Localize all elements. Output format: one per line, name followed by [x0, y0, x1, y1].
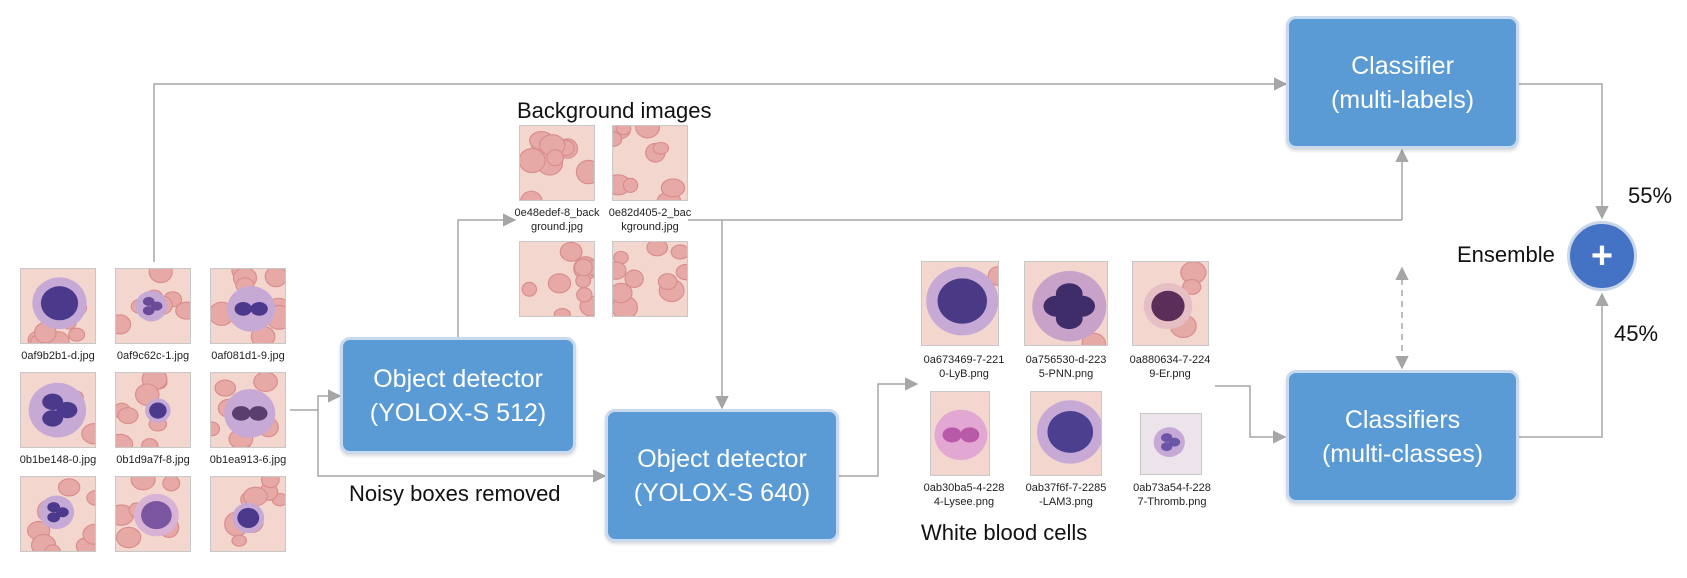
arrow-detector-to-background	[457, 213, 517, 338]
background-image-caption: 0e82d405-2_bac kground.jpg	[600, 206, 700, 234]
input-image-thumb	[20, 476, 96, 552]
weight-55-label: 55%	[1628, 183, 1673, 208]
white-blood-cell-caption-line: 0a880634-7-224	[1129, 354, 1211, 366]
input-image-thumb	[20, 268, 96, 344]
arrow-classifier-to-ensemble	[1518, 83, 1609, 220]
input-image-thumb	[20, 372, 96, 448]
input-image-thumb	[115, 476, 191, 552]
input-image-caption: 0b1ea913-6.jpg	[198, 453, 298, 467]
white-blood-cell-caption-line: 9-Er.png	[1149, 368, 1191, 380]
input-image-caption: 0af081d1-9.jpg	[198, 349, 298, 363]
white-blood-cell-caption-line: 0a756530-d-223	[1025, 354, 1107, 366]
white-blood-cell-thumb	[921, 261, 999, 346]
weight-45-label: 45%	[1614, 321, 1659, 346]
classifier-multilabel-title: Classifier	[1351, 51, 1454, 80]
input-image-caption-line: 0af081d1-9.jpg	[211, 350, 285, 362]
white-blood-cell-caption: 0ab37f6f-7-2285 -LAM3.png	[1020, 481, 1112, 509]
white-blood-cells-label: White blood cells	[921, 520, 1088, 545]
background-image-caption-line: kground.jpg	[621, 221, 679, 233]
input-image-caption: 0af9c62c-1.jpg	[103, 349, 203, 363]
white-blood-cell-caption-line: 4-Lysee.png	[933, 496, 995, 508]
white-blood-cell-caption-line: 0ab73a54-f-228	[1133, 482, 1211, 494]
input-image-caption-line: 0af9c62c-1.jpg	[116, 350, 190, 362]
input-image-caption: 0af9b2b1-d.jpg	[8, 349, 108, 363]
white-blood-cell-thumb	[1030, 391, 1102, 476]
classifiers-multiclass-subtitle: (multi-classes)	[1321, 439, 1484, 468]
arrow-input-to-classifier	[153, 77, 1288, 262]
arrow-detector-to-cells	[838, 377, 919, 477]
white-blood-cell-thumb	[1024, 261, 1108, 346]
classifiers-multiclass-box: Classifiers (multi-classes)	[1286, 370, 1519, 503]
background-image-thumb	[519, 241, 595, 317]
input-image-caption: 0b1be148-0.jpg	[8, 453, 108, 467]
input-image-caption: 0b1d9a7f-8.jpg	[103, 453, 203, 467]
white-blood-cell-caption: 0a673469-7-221 0-LyB.png	[918, 353, 1010, 381]
white-blood-cell-caption-line: -LAM3.png	[1039, 496, 1093, 508]
background-image-thumb	[519, 125, 595, 201]
white-blood-cell-caption-line: 0-LyB.png	[939, 368, 989, 380]
background-image-thumb	[612, 125, 688, 201]
white-blood-cell-caption-line: 0ab30ba5-4-228	[923, 482, 1005, 494]
arrow-input-to-detector-512	[290, 389, 342, 411]
input-image-caption-line: 0b1d9a7f-8.jpg	[116, 454, 190, 466]
input-image-caption-line: 0b1be148-0.jpg	[19, 454, 97, 466]
classifier-multilabel-box: Classifier (multi-labels)	[1286, 16, 1519, 149]
white-blood-cell-caption-line: 0a673469-7-221	[923, 354, 1005, 366]
detector-640-title: Object detector	[637, 444, 807, 473]
detector-640-box: Object detector (YOLOX-S 640)	[605, 409, 839, 542]
white-blood-cell-caption-line: 5-PNN.png	[1038, 368, 1094, 380]
white-blood-cell-caption: 0a756530-d-223 5-PNN.png	[1020, 353, 1112, 381]
classifier-multilabel-subtitle: (multi-labels)	[1330, 85, 1475, 114]
input-image-thumb	[115, 372, 191, 448]
ensemble-label: Ensemble	[1457, 242, 1555, 267]
background-image-caption-line: 0e82d405-2_bac	[608, 207, 692, 219]
detector-512-title: Object detector	[373, 364, 543, 393]
arrow-classifiers-to-ensemble	[1518, 292, 1609, 438]
white-blood-cell-caption-line: 7-Thromb.png	[1137, 496, 1207, 508]
background-image-caption: 0e48edef-8_back ground.jpg	[507, 206, 607, 234]
white-blood-cell-thumb	[1132, 261, 1209, 346]
background-image-caption-line: 0e48edef-8_back	[514, 207, 600, 219]
white-blood-cell-caption-line: 0ab37f6f-7-2285	[1025, 482, 1107, 494]
noisy-boxes-removed-label: Noisy boxes removed	[349, 481, 561, 506]
white-blood-cell-thumb	[930, 391, 990, 476]
input-image-thumb	[210, 268, 286, 344]
input-image-thumb	[210, 476, 286, 552]
background-images-label: Background images	[517, 98, 712, 123]
input-image-caption-line: 0b1ea913-6.jpg	[209, 454, 287, 466]
arrow-cells-to-classifiers	[1215, 385, 1287, 444]
input-image-thumb	[115, 268, 191, 344]
background-image-thumb	[612, 241, 688, 317]
white-blood-cell-thumb	[1140, 413, 1202, 475]
arrow-input-to-detector-640	[317, 410, 607, 483]
detector-640-subtitle: (YOLOX-S 640)	[633, 478, 811, 507]
white-blood-cell-caption: 0a880634-7-224 9-Er.png	[1124, 353, 1216, 381]
white-blood-cell-caption: 0ab73a54-f-228 7-Thromb.png	[1126, 481, 1218, 509]
detector-512-subtitle: (YOLOX-S 512)	[369, 398, 547, 427]
input-image-caption-line: 0af9b2b1-d.jpg	[21, 350, 95, 362]
classifiers-multiclass-title: Classifiers	[1344, 405, 1461, 434]
ensemble-plus-icon: +	[1567, 221, 1637, 291]
white-blood-cell-caption: 0ab30ba5-4-228 4-Lysee.png	[918, 481, 1010, 509]
input-image-thumb	[210, 372, 286, 448]
detector-512-box: Object detector (YOLOX-S 512)	[340, 337, 576, 454]
background-image-caption-line: ground.jpg	[531, 221, 583, 233]
